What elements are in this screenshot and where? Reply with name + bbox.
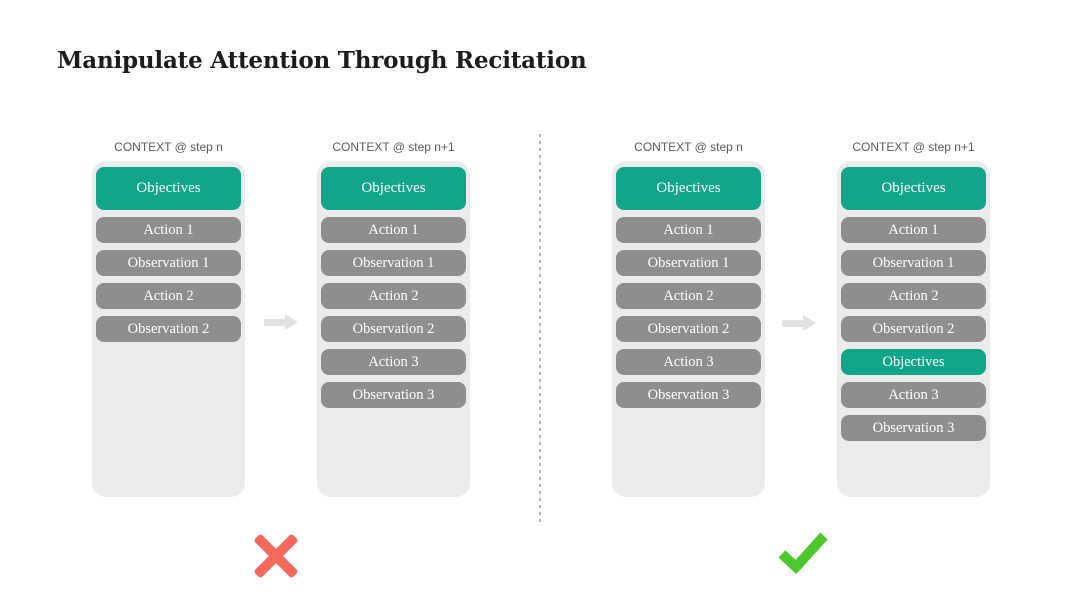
box-action-3: Action 3 bbox=[321, 349, 466, 375]
box-observation-3: Observation 3 bbox=[321, 382, 466, 408]
context-stack: Objectives Action 1 Observation 1 Action… bbox=[837, 161, 990, 497]
vertical-dashed-divider bbox=[539, 134, 541, 522]
box-action-1: Action 1 bbox=[616, 217, 761, 243]
right-arrow-icon bbox=[264, 314, 298, 330]
context-panel-right-after: CONTEXT @ step n+1 Objectives Action 1 O… bbox=[837, 140, 990, 497]
box-objectives: Objectives bbox=[96, 167, 241, 210]
box-observation-3: Observation 3 bbox=[616, 382, 761, 408]
right-arrow-icon bbox=[782, 315, 816, 331]
slide-title: Manipulate Attention Through Recitation bbox=[57, 47, 587, 74]
context-panel-right-before: CONTEXT @ step n Objectives Action 1 Obs… bbox=[612, 140, 765, 497]
check-icon bbox=[778, 532, 828, 574]
context-stack: Objectives Action 1 Observation 1 Action… bbox=[92, 161, 245, 497]
arrow-head bbox=[803, 315, 816, 331]
cross-icon bbox=[253, 533, 299, 579]
context-panel-header: CONTEXT @ step n+1 bbox=[852, 140, 975, 154]
box-observation-2: Observation 2 bbox=[96, 316, 241, 342]
context-panel-header: CONTEXT @ step n bbox=[634, 140, 743, 154]
context-panel-left-after: CONTEXT @ step n+1 Objectives Action 1 O… bbox=[317, 140, 470, 497]
box-objectives: Objectives bbox=[321, 167, 466, 210]
arrow-head bbox=[285, 314, 298, 330]
context-stack: Objectives Action 1 Observation 1 Action… bbox=[612, 161, 765, 497]
box-objectives: Objectives bbox=[616, 167, 761, 210]
box-observation-1: Observation 1 bbox=[616, 250, 761, 276]
box-observation-1: Observation 1 bbox=[96, 250, 241, 276]
arrow-shaft bbox=[264, 319, 286, 326]
context-panel-header: CONTEXT @ step n bbox=[114, 140, 223, 154]
box-action-2: Action 2 bbox=[616, 283, 761, 309]
box-observation-1: Observation 1 bbox=[321, 250, 466, 276]
box-observation-1: Observation 1 bbox=[841, 250, 986, 276]
box-objectives-recited: Objectives bbox=[841, 349, 986, 375]
box-action-2: Action 2 bbox=[841, 283, 986, 309]
box-observation-3: Observation 3 bbox=[841, 415, 986, 441]
box-action-3: Action 3 bbox=[841, 382, 986, 408]
box-action-1: Action 1 bbox=[96, 217, 241, 243]
context-panel-header: CONTEXT @ step n+1 bbox=[332, 140, 455, 154]
context-panel-left-before: CONTEXT @ step n Objectives Action 1 Obs… bbox=[92, 140, 245, 497]
box-action-2: Action 2 bbox=[321, 283, 466, 309]
box-observation-2: Observation 2 bbox=[841, 316, 986, 342]
box-action-3: Action 3 bbox=[616, 349, 761, 375]
context-stack: Objectives Action 1 Observation 1 Action… bbox=[317, 161, 470, 497]
box-action-1: Action 1 bbox=[321, 217, 466, 243]
box-action-1: Action 1 bbox=[841, 217, 986, 243]
box-action-2: Action 2 bbox=[96, 283, 241, 309]
box-objectives: Objectives bbox=[841, 167, 986, 210]
box-observation-2: Observation 2 bbox=[616, 316, 761, 342]
arrow-shaft bbox=[782, 320, 804, 327]
box-observation-2: Observation 2 bbox=[321, 316, 466, 342]
